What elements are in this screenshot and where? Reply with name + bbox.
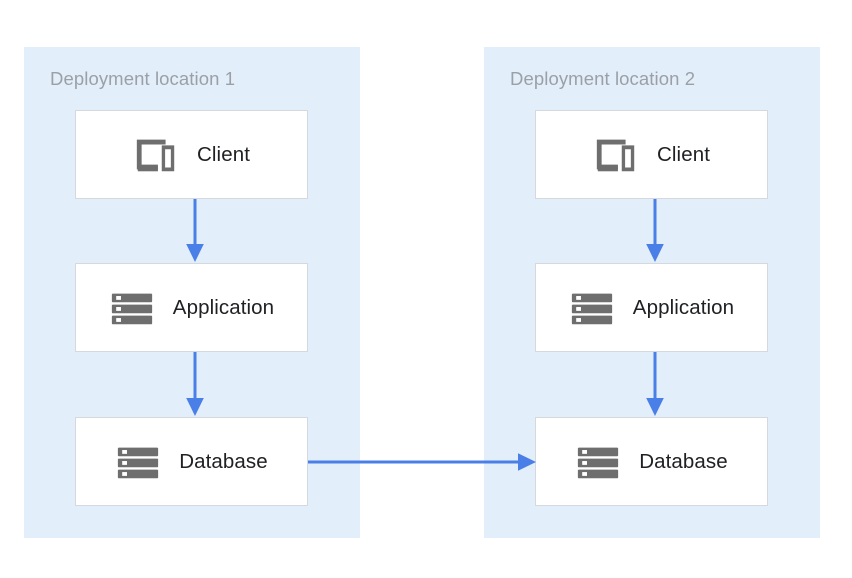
node-client-2[interactable]: Client	[535, 110, 768, 199]
server-icon	[571, 293, 612, 324]
node-database-1-label: Database	[179, 449, 268, 473]
connector-client1-to-application1	[186, 199, 204, 262]
node-database-2[interactable]: Database	[535, 417, 768, 506]
connector-client2-to-application2	[646, 199, 664, 262]
node-client-1-label: Client	[196, 142, 250, 166]
zone-1-title: Deployment location 1	[50, 68, 236, 89]
node-application-2-label: Application	[632, 295, 735, 319]
server-icon	[111, 293, 152, 324]
zone-2-title: Deployment location 2	[510, 68, 696, 89]
database-icon	[118, 447, 159, 478]
connector-database1-to-database2	[308, 453, 536, 471]
database-icon	[578, 447, 619, 478]
node-client-2-label: Client	[656, 142, 710, 166]
node-database-1[interactable]: Database	[75, 417, 308, 506]
node-database-2-label: Database	[639, 449, 728, 473]
node-application-1-label: Application	[172, 295, 275, 319]
devices-icon	[136, 139, 175, 171]
node-client-1[interactable]: Client	[75, 110, 308, 199]
connector-application2-to-database2	[646, 352, 664, 416]
node-application-1[interactable]: Application	[75, 263, 308, 352]
node-application-2[interactable]: Application	[535, 263, 768, 352]
connector-application1-to-database1	[186, 352, 204, 416]
devices-icon	[596, 139, 635, 171]
